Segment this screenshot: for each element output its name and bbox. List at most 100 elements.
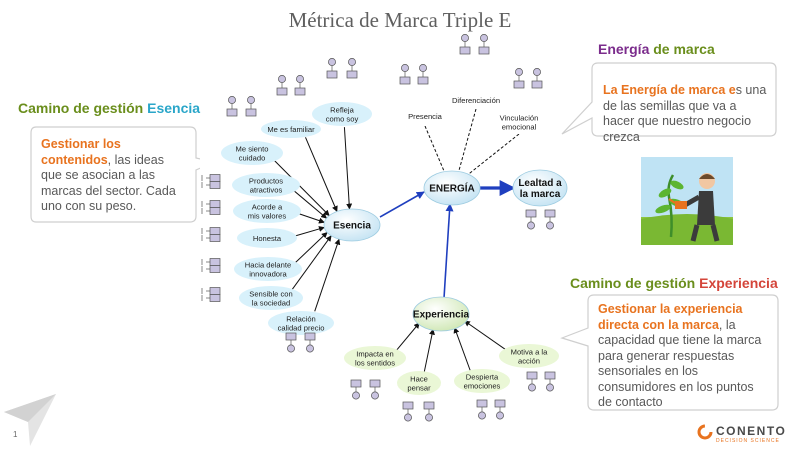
esencia-driver-label-line: como soy [326,114,359,123]
energia-title-highlight: Energía [598,41,650,57]
esencia-driver-bubble [232,173,300,197]
experiencia-driver-label-line: Despierta [466,372,499,381]
esencia-driver-label-line: Me siento [236,144,269,153]
diagram-edge [453,327,471,371]
esencia-callout-box [30,126,200,223]
indicator-pin [285,332,297,353]
indicator-pin [544,371,556,392]
experiencia-callout-box [560,294,779,411]
energia-driver-label: Diferenciación [452,96,500,105]
indicator-pin [201,287,221,295]
esencia-driver-label: Me es familiar [267,125,315,134]
esencia-hub-label: Esencia [333,221,371,232]
esencia-driver-label-line: cuidado [239,153,266,162]
esencia-driver-bubble [312,102,372,126]
esencia-driver-label-line: Acorde a [252,202,283,211]
energia-driver-bubble [444,91,508,109]
energia-driver-bubble [488,110,550,134]
energia-callout-box [561,62,777,137]
diagram-edge [463,320,508,352]
esencia-driver-label-line: calidad precio [278,323,325,332]
indicator-pin [399,64,411,85]
experiencia-driver-bubble [344,346,406,370]
energia-callout-bold: La Energía de marca e [603,83,736,97]
experiencia-hub-shape [412,296,470,332]
indicator-pin [201,294,221,302]
diagram-edge [293,226,325,237]
esencia-driver-label-line: innovadora [249,269,287,278]
indicator-pin [531,68,543,89]
diagram-edge [457,108,477,175]
esencia-driver-bubble [234,257,302,281]
energia-callout-text: s una de las semillas que va a hacer que… [603,83,767,144]
experiencia-hub: Experiencia [412,296,470,332]
diagram-edge [343,127,353,210]
experiencia-driver-bubble [397,371,441,395]
indicator-pin [513,68,525,89]
indicator-pin [525,209,537,230]
energia-section-title: Energía de marca [598,41,715,57]
experiencia-section-title: Camino de gestión Experiencia [570,275,778,291]
esencia-callout-text: , las ideas que se asocian a las marcas … [41,152,176,214]
esencia-driver-label-line: Productos [249,176,283,185]
esencia-driver-label-line: Refleja [330,105,354,114]
experiencia-driver-label-line: Motiva a la [511,347,548,356]
energia-hub-label: ENERGÍA [429,182,475,195]
indicator-pin [494,399,506,420]
experiencia-callout: Gestionar la experiencia directa con la … [598,302,770,411]
esencia-section-title: Camino de gestión Esencia [18,100,200,116]
lealtad-indicators [525,209,556,230]
lealtad-hub-shape [512,169,568,207]
esencia-driver-bubble [221,141,283,165]
esencia-title-highlight: Esencia [147,100,201,116]
diagram-edge [314,238,341,312]
indicator-pin [402,401,414,422]
experiencia-callout-bold: Gestionar la experiencia directa con la … [598,302,743,332]
indicator-pin [350,379,362,400]
indicator-pin [459,34,471,55]
experiencia-driver-label-line: Impacta en [356,349,394,358]
indicator-pin [304,332,316,353]
diagram-edge [274,160,330,217]
experiencia-callout-text: , la capacidad que tiene la marca para g… [598,317,762,410]
indicator-pin [201,227,221,235]
esencia-driver-label-line: mis valores [248,211,287,220]
energia-driver-label-line: Diferenciación [452,96,500,105]
diagram-edge [297,212,325,224]
esencia-driver-node: Honesta [201,227,297,248]
indicator-pin [226,96,238,117]
esencia-title-prefix: Camino de gestión [18,100,148,116]
indicator-pin [201,207,221,215]
esencia-driver-label-line: Hacia delante [245,260,291,269]
conento-logo-icon [697,424,713,440]
energia-callout: La Energía de marca es una de las semill… [603,83,771,145]
indicator-pin [201,234,221,242]
esencia-driver-label-line: Me es familiar [267,125,315,134]
energia-title-suffix: de marca [649,41,715,57]
esencia-hub-label-line: Esencia [333,221,371,232]
diagram-edge [423,328,435,372]
indicator-pin [294,75,306,96]
esencia-driver-label-line: Relación [286,314,316,323]
experiencia-driver-bubble [499,344,559,368]
esencia-driver-bubble [268,311,334,335]
experiencia-driver-label-line: Hace [410,374,428,383]
